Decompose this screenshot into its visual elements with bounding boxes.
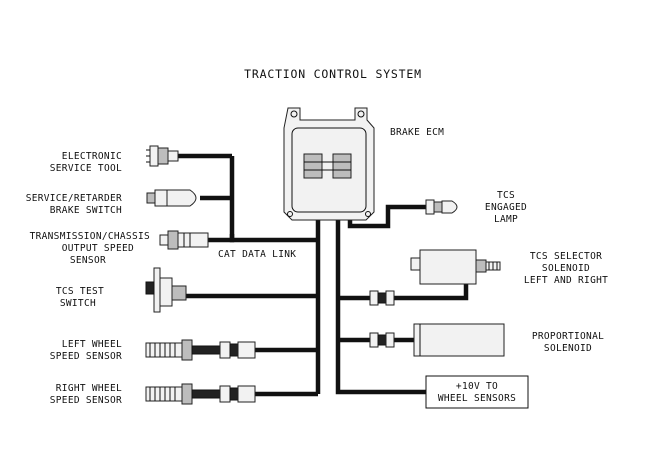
trans-sensor-label-2: OUTPUT SPEED xyxy=(62,243,134,254)
ecm-connector-right xyxy=(332,153,352,179)
ecm-connector-left xyxy=(303,153,323,179)
tcs-switch-label-1: TCS TEST xyxy=(56,286,104,297)
wheel-sensor-icon xyxy=(145,339,221,361)
transmission-speed-sensor xyxy=(159,230,209,250)
ecm-mount-hole-bl xyxy=(287,211,293,217)
brake-switch-label-2: BRAKE SWITCH xyxy=(50,205,122,216)
selector-label-3: LEFT AND RIGHT xyxy=(524,275,608,286)
data-link-to-ecm-wire xyxy=(229,234,318,243)
inline-connector-icon xyxy=(219,385,256,403)
inline-connector-icon xyxy=(369,290,395,306)
wheel-sensor-supply-box xyxy=(425,375,529,409)
ecm-mount-hole-br xyxy=(365,211,371,217)
toggle-switch-icon xyxy=(145,267,187,313)
speed-sensor-icon xyxy=(159,230,209,250)
proportional-label-1: PROPORTIONAL xyxy=(532,331,604,342)
lamp-icon xyxy=(425,199,458,215)
service-tool-connector xyxy=(146,145,179,167)
tcs-selector-solenoid xyxy=(410,249,501,285)
trans-sensor-label-3: SENSOR xyxy=(70,255,106,266)
lamp-wire xyxy=(347,204,428,229)
diagram-title: TRACTION CONTROL SYSTEM xyxy=(244,67,422,81)
brake-switch-label-1: SERVICE/RETARDER xyxy=(26,193,122,204)
left-wheel-label-2: SPEED SENSOR xyxy=(50,351,122,362)
lamp-label-1: TCS xyxy=(497,190,515,201)
solenoid-icon xyxy=(413,323,505,357)
tcs-test-switch xyxy=(145,267,187,313)
left-wheel-label-1: LEFT WHEEL xyxy=(62,339,122,350)
lamp-label-3: LAMP xyxy=(494,214,518,225)
ecm-mount-hole-tr xyxy=(357,110,365,118)
brake-switch-icon xyxy=(146,189,197,207)
selector-label-1: TCS SELECTOR xyxy=(530,251,602,262)
service-tool-label-2: SERVICE TOOL xyxy=(50,163,122,174)
supply-label-2: WHEEL SENSORS xyxy=(438,393,516,404)
right-wheel-label-2: SPEED SENSOR xyxy=(50,395,122,406)
right-wheel-speed-sensor xyxy=(145,383,256,405)
selector-label-2: SOLENOID xyxy=(542,263,590,274)
tcs-switch-label-2: SWITCH xyxy=(60,298,96,309)
proportional-solenoid xyxy=(413,323,505,357)
service-tool-connector-icon xyxy=(146,145,179,167)
service-tool-label-1: ELECTRONIC xyxy=(62,151,122,162)
supply-label-1: +10V TO xyxy=(456,381,498,392)
ecm-module-icon xyxy=(283,107,375,221)
brake-switch xyxy=(146,189,197,207)
inline-connector-icon xyxy=(369,332,395,348)
wheel-sensor-icon xyxy=(145,383,221,405)
brake-ecm-module xyxy=(283,107,375,221)
lamp-label-2: ENGAGED xyxy=(485,202,527,213)
left-wheel-speed-sensor xyxy=(145,339,256,361)
inline-connector-icon xyxy=(219,341,256,359)
proportional-label-2: SOLENOID xyxy=(544,343,592,354)
right-wheel-label-1: RIGHT WHEEL xyxy=(56,383,122,394)
trans-sensor-label-1: TRANSMISSION/CHASSIS xyxy=(30,231,150,242)
cat-data-link-label: CAT DATA LINK xyxy=(218,249,296,260)
tcs-engaged-lamp xyxy=(425,199,458,215)
ecm-inner-panel xyxy=(291,127,367,213)
trans-sensor-wire xyxy=(208,234,235,243)
brake-ecm-label: BRAKE ECM xyxy=(390,127,444,138)
ecm-right-trunk xyxy=(335,188,426,395)
ecm-mount-hole-tl xyxy=(290,110,298,118)
solenoid-icon xyxy=(410,249,501,285)
